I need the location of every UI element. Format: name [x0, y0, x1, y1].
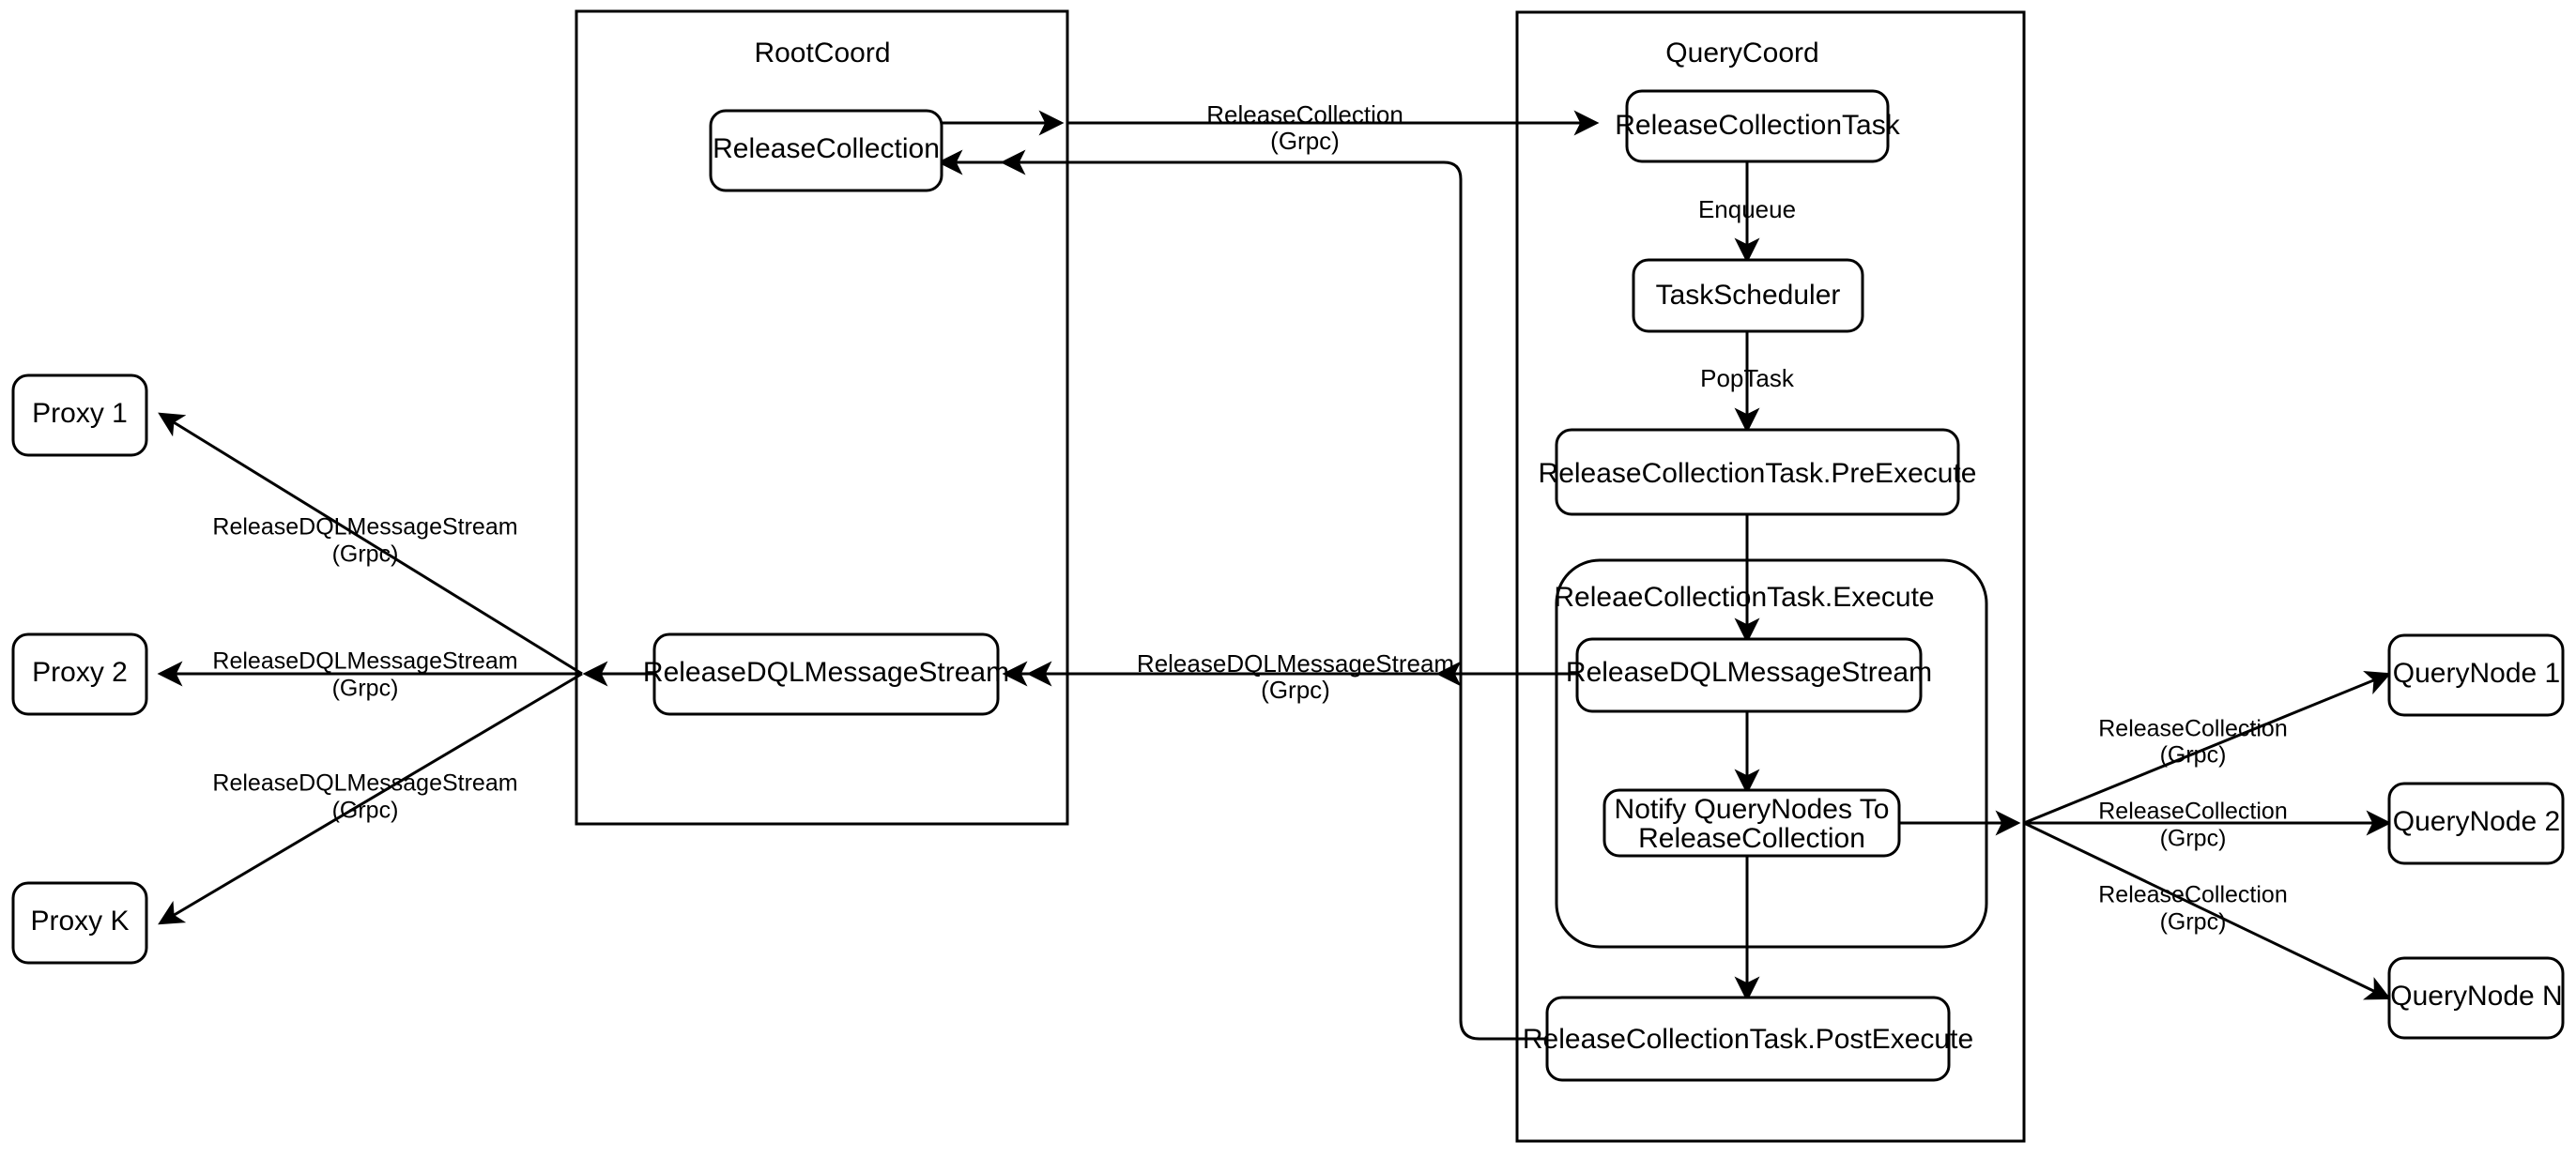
node-proxy-1[interactable]: Proxy 1 [11, 373, 148, 457]
node-post-execute[interactable]: ReleaseCollectionTask.PostExecute [1523, 996, 1973, 1082]
release-collection-task-label: ReleaseCollectionTask [1615, 110, 1900, 141]
query-node-n-box[interactable] [2387, 956, 2565, 1040]
group-querycoord: QueryCoord [1515, 10, 2026, 1143]
rootcoord-label: RootCoord [754, 38, 890, 69]
node-release-collection-task[interactable]: ReleaseCollectionTask [1615, 89, 1901, 163]
node-query-node-n[interactable]: QueryNode N [2387, 956, 2565, 1040]
query-node-1-box[interactable] [2387, 633, 2565, 717]
release-collection-box[interactable] [709, 109, 943, 192]
edge-proxy-1: ReleaseDQLMessageStream (Grpc) [158, 412, 583, 676]
proxy-2-label: Proxy 2 [32, 657, 128, 688]
edge-label-qn2-line2: (Grpc) [2160, 826, 2227, 852]
query-node-n-label: QueryNode N [2390, 981, 2562, 1012]
release-collection-label: ReleaseCollection [713, 133, 940, 164]
edge-label-qn1-line1: ReleaseCollection [2098, 716, 2288, 742]
query-node-1-label: QueryNode 1 [2393, 658, 2560, 689]
query-node-2-box[interactable] [2387, 782, 2565, 865]
node-notify-query-nodes[interactable]: Notify QueryNodes To ReleaseCollection [1602, 788, 1901, 858]
notify-query-nodes-label-line2: ReleaseCollection [1638, 823, 1865, 854]
node-release-collection[interactable]: ReleaseCollection [709, 109, 943, 192]
group-execute: ReleaeCollectionTask.Execute [1554, 558, 1988, 949]
pre-execute-label: ReleaseCollectionTask.PreExecute [1539, 458, 1977, 489]
edge-pop-task: PopTask [1700, 331, 1795, 434]
node-query-node-1[interactable]: QueryNode 1 [2387, 633, 2565, 717]
edge-release-collection-grpc: ReleaseCollection (Grpc) [942, 100, 1600, 155]
proxy-1-box[interactable] [11, 373, 148, 457]
edge-label-proxyk-line1: ReleaseDQLMessageStream [212, 770, 517, 797]
node-release-dql-message-stream-root[interactable]: ReleaseDQLMessageStream [643, 632, 1009, 716]
edge-label-proxyk-line2: (Grpc) [332, 798, 399, 824]
edge-proxy-2: ReleaseDQLMessageStream (Grpc) [157, 648, 582, 702]
edge-proxy-k: ReleaseDQLMessageStream (Grpc) [158, 672, 583, 925]
edge-release-dql-grpc: ReleaseDQLMessageStream (Grpc) [1002, 649, 1577, 704]
node-pre-execute[interactable]: ReleaseCollectionTask.PreExecute [1539, 428, 1977, 516]
release-collection-task-box[interactable] [1625, 89, 1890, 163]
edge-label-proxy2-line1: ReleaseDQLMessageStream [212, 648, 517, 675]
node-proxy-2[interactable]: Proxy 2 [11, 632, 148, 716]
edge-label-qnn-line1: ReleaseCollection [2098, 882, 2288, 908]
proxy-1-label: Proxy 1 [32, 398, 128, 429]
edge-label-qn1-line2: (Grpc) [2160, 742, 2227, 769]
node-release-dql-message-stream-qc[interactable]: ReleaseDQLMessageStream [1566, 637, 1932, 713]
edge-label-enqueue: Enqueue [1698, 195, 1796, 223]
task-scheduler-label: TaskScheduler [1656, 280, 1841, 311]
edge-proxyk-line [158, 672, 583, 925]
node-proxy-k[interactable]: Proxy K [11, 881, 148, 965]
release-dql-message-stream-root-label: ReleaseDQLMessageStream [643, 657, 1009, 688]
post-execute-box[interactable] [1545, 996, 1951, 1082]
edge-label-pop-task: PopTask [1700, 364, 1795, 392]
node-query-node-2[interactable]: QueryNode 2 [2387, 782, 2565, 865]
edge-enqueue: Enqueue [1698, 161, 1796, 264]
edge-qn1-line [2023, 671, 2392, 825]
proxy-2-box[interactable] [11, 632, 148, 716]
execute-boundary [1555, 558, 1988, 949]
edge-label-release-dql-grpc-line2: (Grpc) [1261, 676, 1330, 704]
proxy-k-box[interactable] [11, 881, 148, 965]
release-dql-message-stream-qc-label: ReleaseDQLMessageStream [1566, 657, 1932, 688]
node-task-scheduler[interactable]: TaskScheduler [1632, 258, 1864, 333]
notify-query-nodes-label-line1: Notify QueryNodes To [1615, 794, 1890, 825]
query-node-2-label: QueryNode 2 [2393, 806, 2560, 837]
group-rootcoord: RootCoord [575, 9, 1069, 826]
release-dql-message-stream-root-box[interactable] [652, 632, 1000, 716]
edge-query-node-2: ReleaseCollection (Grpc) [2024, 799, 2392, 852]
execute-label: ReleaeCollectionTask.Execute [1554, 582, 1934, 613]
edge-label-qnn-line2: (Grpc) [2160, 909, 2227, 936]
edge-post-execute-return [937, 149, 1547, 1041]
edge-label-release-collection-grpc-line1: ReleaseCollection [1206, 100, 1403, 129]
edge-label-release-dql-grpc-line1: ReleaseDQLMessageStream [1137, 649, 1454, 678]
release-dql-message-stream-qc-box[interactable] [1575, 637, 1923, 713]
querycoord-boundary [1515, 10, 2026, 1143]
rootcoord-boundary [575, 9, 1069, 826]
edge-proxy1-line [158, 412, 583, 676]
edge-label-proxy1-line2: (Grpc) [332, 541, 399, 568]
edge-label-release-collection-grpc-line2: (Grpc) [1270, 127, 1340, 155]
edge-label-qn2-line1: ReleaseCollection [2098, 799, 2288, 825]
querycoord-label: QueryCoord [1665, 38, 1818, 69]
pre-execute-box[interactable] [1555, 428, 1960, 516]
task-scheduler-box[interactable] [1632, 258, 1864, 333]
notify-query-nodes-box[interactable] [1602, 788, 1901, 858]
edge-return-path [1089, 160, 1547, 1041]
edge-query-node-n: ReleaseCollection (Grpc) [2023, 821, 2392, 1000]
proxy-k-label: Proxy K [30, 906, 129, 937]
edge-query-node-1: ReleaseCollection (Grpc) [2023, 671, 2392, 825]
edge-label-proxy2-line2: (Grpc) [332, 676, 399, 702]
edge-qnn-line [2023, 821, 2392, 1000]
post-execute-label: ReleaseCollectionTask.PostExecute [1523, 1024, 1973, 1055]
edge-label-proxy1-line1: ReleaseDQLMessageStream [212, 514, 517, 541]
